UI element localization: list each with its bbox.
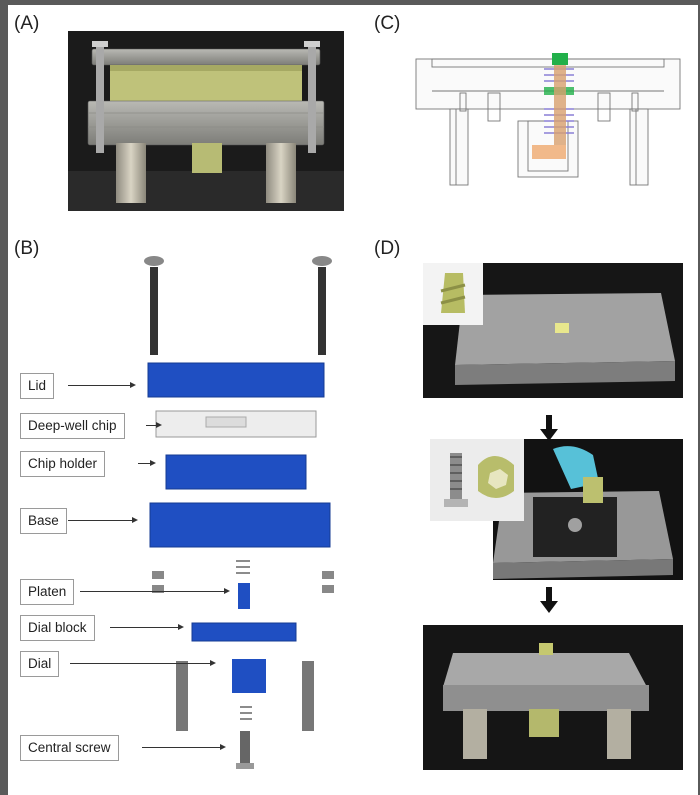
dial-pointer-arrowhead bbox=[210, 660, 216, 666]
chip-pointer-arrow bbox=[146, 425, 156, 426]
part-label-lid: Lid bbox=[20, 373, 55, 399]
screw-and-dial-inset-photo bbox=[430, 439, 524, 521]
central-screw-pointer-arrowhead bbox=[220, 744, 226, 750]
panel-a-label: (A) bbox=[14, 13, 40, 34]
chip-pointer-arrowhead bbox=[156, 422, 162, 428]
part-label-dial-block: Dial block bbox=[20, 615, 95, 641]
panel-d-label: (D) bbox=[374, 238, 401, 259]
part-label-base: Base bbox=[20, 508, 67, 534]
exploded-view bbox=[136, 251, 336, 771]
part-label-deep-well-chip: Deep-well chip bbox=[20, 413, 125, 439]
assembled-device-photo-step-3 bbox=[423, 625, 683, 770]
lid-pointer-arrow bbox=[68, 385, 130, 386]
assembled-device-photo bbox=[68, 31, 344, 211]
base-pointer-arrowhead bbox=[132, 517, 138, 523]
dial-inset-photo bbox=[423, 263, 483, 325]
cross-section-drawing bbox=[408, 51, 688, 187]
central-screw-pointer-arrow bbox=[142, 747, 220, 748]
lid-pointer-arrowhead bbox=[130, 382, 136, 388]
part-label-dial: Dial bbox=[20, 651, 60, 677]
part-label-platen: Platen bbox=[20, 579, 75, 605]
dial-block-pointer-arrow bbox=[110, 627, 178, 628]
dial-block-pointer-arrowhead bbox=[178, 624, 184, 630]
part-label-central-screw: Central screw bbox=[20, 735, 119, 761]
device-assembly-photo-step-2 bbox=[493, 439, 683, 580]
holder-pointer-arrowhead bbox=[150, 460, 156, 466]
holder-pointer-arrow bbox=[138, 463, 150, 464]
dial-pointer-arrow bbox=[70, 663, 210, 664]
down-arrow-2 bbox=[540, 587, 558, 613]
base-pointer-arrow bbox=[68, 520, 132, 521]
platen-pointer-arrowhead bbox=[224, 588, 230, 594]
platen-pointer-arrow bbox=[80, 591, 224, 592]
figure: (A) bbox=[8, 5, 698, 795]
down-arrow-1 bbox=[540, 415, 558, 441]
device-top-photo-step-1 bbox=[423, 263, 683, 398]
panel-c-label: (C) bbox=[374, 13, 401, 34]
panel-b-label: (B) bbox=[14, 238, 40, 259]
part-label-chip-holder: Chip holder bbox=[20, 451, 106, 477]
